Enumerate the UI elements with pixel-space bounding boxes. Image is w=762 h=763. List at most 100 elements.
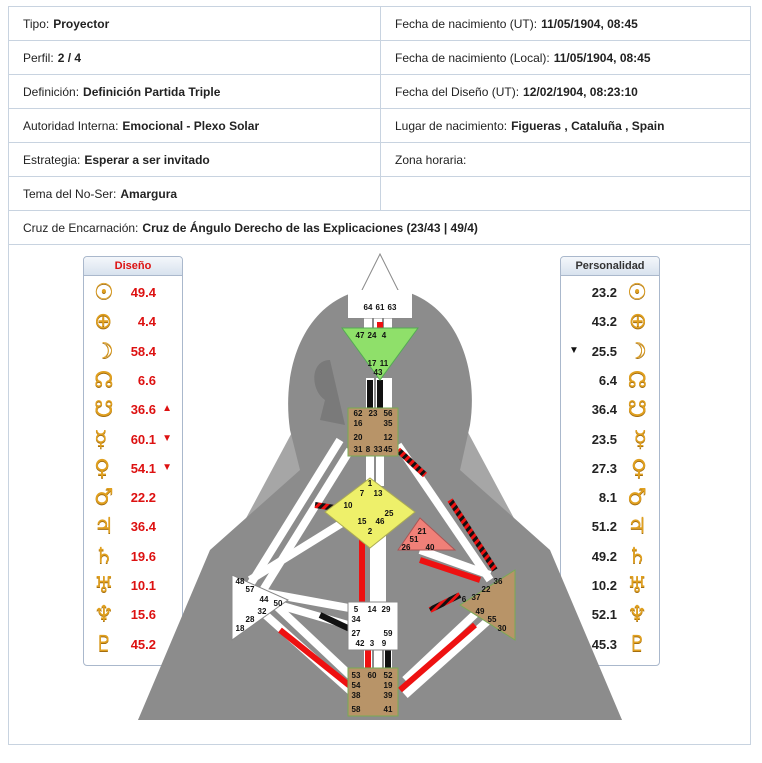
personality-row: ☊6.4 <box>561 367 659 396</box>
row-cruz: Cruz de Encarnación:Cruz de Ángulo Derec… <box>9 211 750 245</box>
gate-label: 33 <box>374 445 383 454</box>
gate-label: 15 <box>358 517 367 526</box>
gate-label: 54 <box>352 681 361 690</box>
gate-label: 16 <box>354 419 363 428</box>
moon-icon: ☽ <box>627 338 647 364</box>
personality-row: ♀27.3 <box>561 455 659 484</box>
sun-icon: ☉ <box>94 280 114 305</box>
gate-label: 58 <box>352 705 361 714</box>
design-row: ☊ 6.6 <box>84 367 182 396</box>
perfil-label: Perfil: <box>23 50 54 65</box>
gate-label: 55 <box>488 615 497 624</box>
mercury-icon: ☿ <box>94 426 108 452</box>
personality-row: ♃51.2 <box>561 513 659 542</box>
definicion-label: Definición: <box>23 84 80 99</box>
gate-label: 32 <box>258 607 267 616</box>
autoridad-label: Autoridad Interna: <box>23 118 119 133</box>
neptune-icon: ♆ <box>94 602 114 628</box>
gate-label: 6 <box>462 595 467 604</box>
gate-label: 57 <box>246 585 255 594</box>
personality-row: ♂8.1 <box>561 484 659 513</box>
gate-label: 11 <box>380 359 389 368</box>
fecha-local-value: 11/05/1904, 08:45 <box>553 50 651 65</box>
design-row: ☿ 60.1 ▼ <box>84 426 182 455</box>
earth-icon: ⊕ <box>628 309 647 335</box>
row-estrategia: Estrategia:Esperar a ser invitado Zona h… <box>9 143 750 177</box>
gate-label: 46 <box>376 517 385 526</box>
defined-channels <box>278 322 498 693</box>
gate-label: 24 <box>368 331 377 340</box>
mercury-icon: ☿ <box>633 426 647 452</box>
spleen-center <box>231 574 290 641</box>
gate-label: 49 <box>476 607 485 616</box>
fecha-diseno-label: Fecha del Diseño (UT): <box>395 84 520 99</box>
design-row: ⊕4.4 <box>84 308 182 337</box>
cruz-label: Cruz de Encarnación: <box>23 220 139 235</box>
gate-label: 13 <box>374 489 383 498</box>
personality-gate-value: 43.2 <box>591 314 617 330</box>
g-center <box>324 477 416 549</box>
personality-row: ♆52.1 <box>561 601 659 630</box>
personality-gate-value: 23.5 <box>591 431 617 447</box>
uranus-icon: ♅ <box>627 573 647 598</box>
design-gate-value: 36.6 <box>130 402 156 418</box>
personality-gate-value: 49.2 <box>591 548 617 564</box>
design-row: ☉ 49.4 <box>84 279 182 308</box>
fecha-ut-label: Fecha de nacimiento (UT): <box>395 16 538 31</box>
design-gate-value: 19.6 <box>130 548 156 564</box>
gate-label: 26 <box>402 543 411 552</box>
gate-label: 59 <box>384 629 393 638</box>
personality-row: ♄49.2 <box>561 543 659 572</box>
row-autoridad: Autoridad Interna:Emocional - Plexo Sola… <box>9 109 750 143</box>
gate-label: 53 <box>352 671 361 680</box>
gate-label: 9 <box>382 639 387 648</box>
fecha-diseno-value: 12/02/1904, 08:23:10 <box>523 84 638 99</box>
personality-marker-icon: ▼ <box>569 344 579 356</box>
design-row: ♄19.6 <box>84 543 182 572</box>
design-row: ♀54.1▼ <box>84 455 182 484</box>
sacral-center <box>347 601 399 651</box>
design-row: ♂22.2 <box>84 484 182 513</box>
gate-label: 41 <box>384 705 393 714</box>
personality-gate-value: 36.4 <box>591 402 617 418</box>
design-marker-icon: ▼ <box>162 432 172 444</box>
gate-label: 42 <box>356 639 365 648</box>
gate-label: 62 <box>354 409 363 418</box>
south-node-icon: ☋ <box>94 397 114 423</box>
tema-label: Tema del No-Ser: <box>23 186 117 201</box>
design-gate-value: 49.4 <box>130 285 156 300</box>
autoridad-value: Emocional - Plexo Solar <box>122 118 260 133</box>
lugar-label: Lugar de nacimiento: <box>395 118 508 133</box>
sun-icon: ☉ <box>627 280 647 305</box>
gate-label: 21 <box>418 527 427 536</box>
fecha-ut-value: 11/05/1904, 08:45 <box>541 16 638 31</box>
mars-icon: ♂ <box>627 485 647 511</box>
personality-gate-value: 52.1 <box>591 607 617 623</box>
personality-row: ☉23.2 <box>561 279 659 308</box>
design-gate-value: 10.1 <box>130 578 156 593</box>
design-gate-value: 6.6 <box>137 372 156 388</box>
design-row: ♃36.4 <box>84 513 182 542</box>
gate-label: 64 <box>364 303 373 312</box>
design-row: ☽58.4 <box>84 338 182 367</box>
design-gate-value: 15.6 <box>130 607 156 623</box>
gate-label: 63 <box>388 303 397 312</box>
gate-label: 51 <box>410 535 419 544</box>
north-node-icon: ☊ <box>94 367 114 393</box>
gate-label: 23 <box>369 409 378 418</box>
design-gate-value: 58.4 <box>130 343 156 359</box>
gate-label: 1 <box>368 479 373 488</box>
personality-gate-value: 10.2 <box>591 578 617 593</box>
personality-gate-value: 51.2 <box>591 519 617 535</box>
gate-label: 60 <box>368 671 377 680</box>
gate-label: 8 <box>366 445 371 454</box>
personality-gate-value: 45.3 <box>591 636 617 652</box>
gate-label: 45 <box>384 445 393 454</box>
row-tipo: Tipo:Proyector Fecha de nacimiento (UT):… <box>9 7 750 41</box>
design-gate-value: 60.1 <box>130 431 156 447</box>
ego-center <box>397 517 457 551</box>
design-panel: Diseño ☉49.4⊕4.4☽58.4☊6.6☋36.6▲☿60.1▼♀54… <box>83 256 183 666</box>
pluto-icon: ♇ <box>627 631 647 657</box>
design-marker-icon: ▼ <box>162 461 172 473</box>
